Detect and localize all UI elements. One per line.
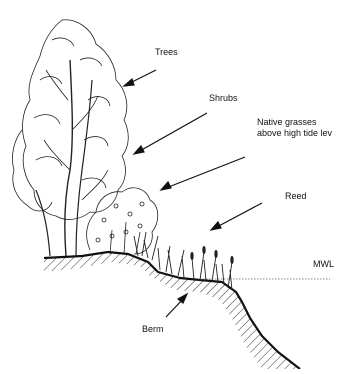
label-native-grasses-line1: Native grasses: [257, 117, 332, 128]
arrow-trees: [124, 70, 156, 86]
shrubs-illustration: [87, 188, 158, 254]
label-mwl: MWL: [313, 259, 334, 270]
arrow-reed: [211, 203, 262, 230]
label-native-grasses: Native grasses above high tide lev: [257, 117, 332, 139]
label-reed: Reed: [285, 191, 307, 202]
arrow-grasses: [161, 157, 245, 190]
label-trees: Trees: [155, 47, 178, 58]
soil-hatching: [40, 240, 310, 369]
arrow-berm: [166, 294, 187, 317]
label-native-grasses-line2: above high tide lev: [257, 128, 332, 139]
label-shrubs: Shrubs: [209, 93, 238, 104]
trees-illustration: [12, 20, 128, 256]
arrow-shrubs: [134, 113, 207, 154]
label-berm: Berm: [142, 324, 164, 335]
